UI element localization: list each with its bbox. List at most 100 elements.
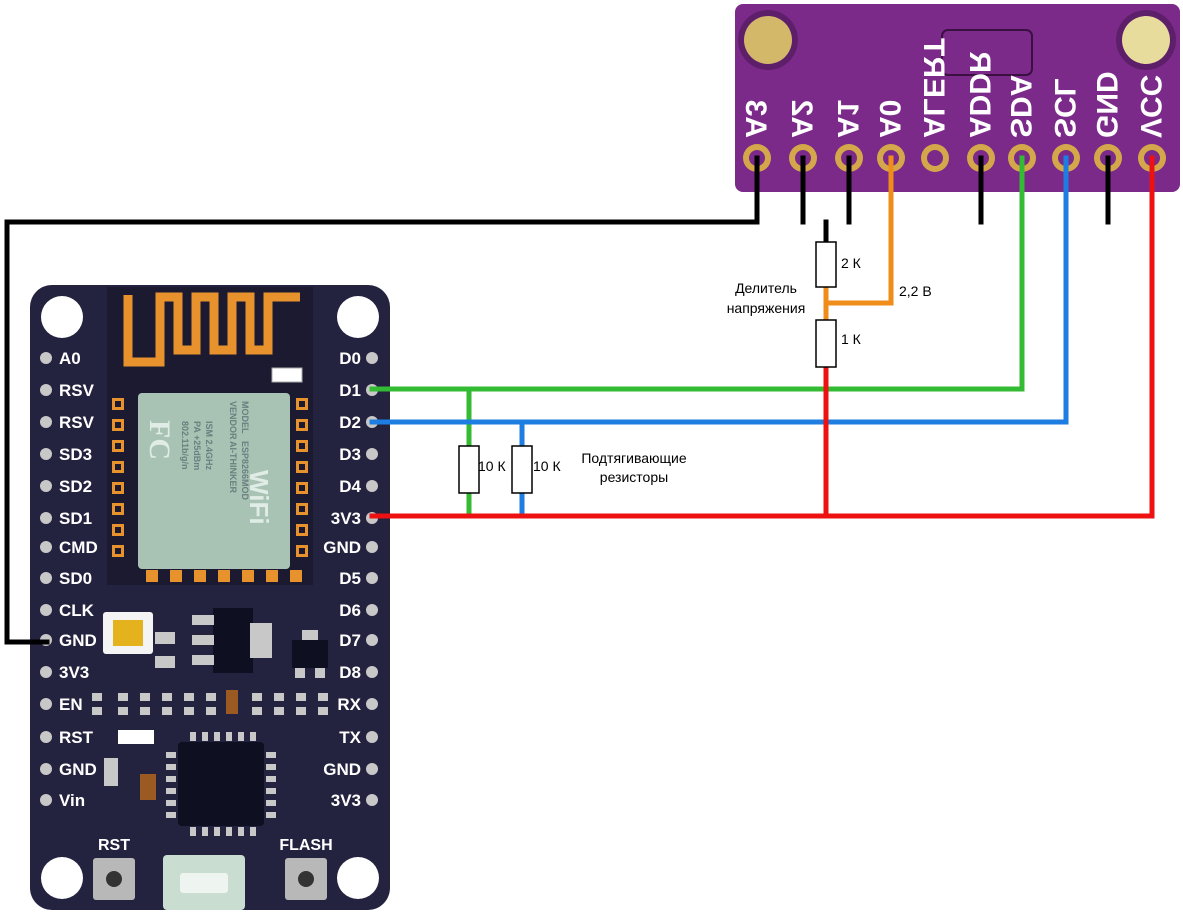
pin-pad-icon bbox=[40, 512, 52, 524]
pin-pad-icon bbox=[366, 480, 378, 492]
pin-pad-icon bbox=[40, 666, 52, 678]
pin-pad-icon bbox=[40, 731, 52, 743]
pin-label-right-d2: D2 bbox=[339, 413, 361, 432]
ads-pin-label-a3: A3 bbox=[739, 100, 772, 138]
resistor-2k bbox=[815, 241, 837, 288]
pin-label-left-a0: A0 bbox=[59, 349, 81, 368]
svg-text:ESP8266MOD: ESP8266MOD bbox=[240, 441, 250, 501]
micro-usb-connector[interactable] bbox=[163, 855, 245, 910]
usb-uart-chip bbox=[166, 732, 276, 836]
pin-pad-icon bbox=[40, 698, 52, 710]
svg-text:VENDOR: VENDOR bbox=[228, 401, 238, 440]
resistor-pullup-scl bbox=[511, 445, 533, 494]
ads-pin-label-a2: A2 bbox=[785, 100, 818, 138]
pin-label-left-rsv: RSV bbox=[59, 381, 95, 400]
pin-label-right-d3: D3 bbox=[339, 445, 361, 464]
pin-label-left-vin: Vin bbox=[59, 791, 85, 810]
pin-pad-icon bbox=[366, 763, 378, 775]
flash-button[interactable]: FLASH bbox=[279, 837, 333, 900]
ads-pin-label-gnd: GND bbox=[1090, 71, 1123, 138]
pin-pad-icon bbox=[366, 572, 378, 584]
wire-scl bbox=[369, 155, 1069, 519]
pin-label-right-d5: D5 bbox=[339, 569, 361, 588]
pin-pad-icon bbox=[40, 763, 52, 775]
wire-ground bbox=[4, 155, 1111, 645]
pin-label-left-gnd: GND bbox=[59, 760, 97, 779]
pcb-antenna-icon bbox=[123, 292, 300, 367]
pin-pad-icon bbox=[366, 352, 378, 364]
svg-text:ISM 2.4GHz: ISM 2.4GHz bbox=[204, 421, 214, 471]
pin-label-left-sd1: SD1 bbox=[59, 509, 92, 528]
pin-label-right-3v3: 3V3 bbox=[331, 791, 361, 810]
wire-sda bbox=[369, 155, 1025, 519]
pin-pad-icon bbox=[40, 572, 52, 584]
pin-label-right-3v3: 3V3 bbox=[331, 509, 361, 528]
pin-pad-icon bbox=[366, 541, 378, 553]
pin-pad-icon bbox=[40, 604, 52, 616]
pin-label-left-sd0: SD0 bbox=[59, 569, 92, 588]
pin-label-left-en: EN bbox=[59, 695, 83, 714]
resistor-2k-label: 2 К bbox=[841, 255, 862, 271]
pin-label-right-d7: D7 bbox=[339, 631, 361, 650]
pin-label-right-rx: RX bbox=[337, 695, 361, 714]
pin-pad-icon bbox=[366, 604, 378, 616]
pin-pad-icon bbox=[40, 794, 52, 806]
mounting-hole-icon bbox=[41, 857, 83, 899]
pin-label-right-d6: D6 bbox=[339, 601, 361, 620]
divider-voltage: 2,2 В bbox=[899, 283, 932, 299]
rst-button[interactable]: RST bbox=[93, 837, 135, 900]
ads-pin-label-scl: SCL bbox=[1048, 78, 1081, 138]
led bbox=[118, 730, 154, 744]
pullup-label: Подтягивающие bbox=[581, 450, 687, 466]
pin-label-right-tx: TX bbox=[339, 728, 361, 747]
smd-pad-row bbox=[92, 690, 328, 715]
resistor-1k bbox=[815, 319, 837, 368]
pin-pad-icon bbox=[366, 698, 378, 710]
svg-text:AI-THINKER: AI-THINKER bbox=[228, 441, 238, 493]
pin-label-left-gnd: GND bbox=[59, 631, 97, 650]
pin-label-right-d4: D4 bbox=[339, 477, 361, 496]
pin-pad-icon bbox=[366, 666, 378, 678]
divider-label: Делитель bbox=[735, 280, 797, 296]
pin-pad-icon bbox=[366, 448, 378, 460]
rst-button-label: RST bbox=[98, 837, 130, 854]
pin-label-right-gnd: GND bbox=[323, 538, 361, 557]
nodemcu-board: MODEL ESP8266MOD VENDOR AI-THINKER ISM 2… bbox=[30, 285, 390, 910]
pin-pad-icon bbox=[366, 634, 378, 646]
wifi-mark: WiFi bbox=[244, 470, 274, 525]
pin-pad-icon bbox=[366, 731, 378, 743]
pin-pad-icon bbox=[40, 352, 52, 364]
fc-mark: FC bbox=[143, 420, 176, 460]
pin-pad-icon bbox=[40, 384, 52, 396]
ads-pin-label-vcc: VCC bbox=[1134, 75, 1167, 138]
resistor-pullup-sda bbox=[458, 445, 480, 494]
esp-shield bbox=[138, 393, 290, 569]
resistor-1k-label: 1 К bbox=[841, 331, 862, 347]
svg-text:MODEL: MODEL bbox=[240, 401, 250, 434]
wires bbox=[4, 155, 1155, 645]
pin-label-right-d0: D0 bbox=[339, 349, 361, 368]
pin-label-left-sd2: SD2 bbox=[59, 477, 92, 496]
divider-label-2: напряжения bbox=[727, 300, 806, 316]
pin-label-left-rsv: RSV bbox=[59, 413, 95, 432]
pin-pad-icon bbox=[40, 448, 52, 460]
voltage-regulator bbox=[213, 608, 253, 673]
pullup-left-label: 10 К bbox=[478, 458, 506, 474]
ads-pin-label-addr: ADDR bbox=[963, 51, 996, 138]
pin-pad-icon bbox=[366, 794, 378, 806]
ads-pin-label-sda: SDA bbox=[1004, 75, 1037, 138]
pullup-right-label: 10 К bbox=[533, 458, 561, 474]
pin-pad-icon bbox=[40, 541, 52, 553]
pin-label-left-clk: CLK bbox=[59, 601, 95, 620]
svg-text:PA +25dBm: PA +25dBm bbox=[192, 421, 202, 470]
mounting-hole-icon bbox=[41, 296, 83, 338]
mounting-hole-icon bbox=[337, 857, 379, 899]
pin-label-left-rst: RST bbox=[59, 728, 94, 747]
pin-label-left-3v3: 3V3 bbox=[59, 663, 89, 682]
ads-pin-label-a0: A0 bbox=[873, 100, 906, 138]
wire-a0-signal bbox=[823, 155, 894, 325]
pin-label-right-gnd: GND bbox=[323, 760, 361, 779]
flash-button-label: FLASH bbox=[279, 837, 332, 854]
